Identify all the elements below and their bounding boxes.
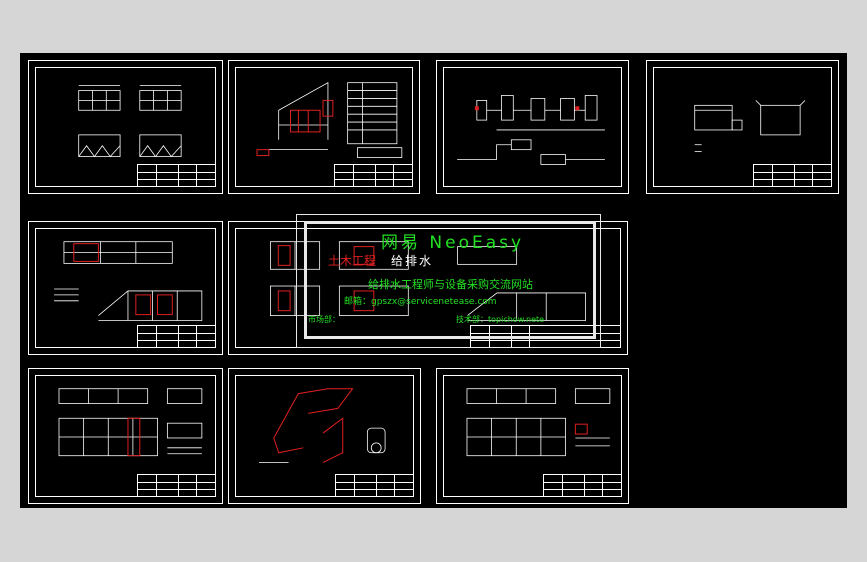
double-plan-drawing bbox=[269, 241, 587, 321]
title-block bbox=[753, 164, 832, 187]
title-block bbox=[470, 325, 621, 348]
tank-elevation-drawing bbox=[78, 85, 182, 158]
isometric-pipe-drawing bbox=[258, 388, 386, 464]
drawing-sheet-isometric-pipe[interactable] bbox=[228, 368, 421, 504]
drawing-sheet-double-plan[interactable] bbox=[228, 221, 628, 355]
drawing-sheet-building-section[interactable] bbox=[228, 60, 420, 194]
title-block bbox=[334, 164, 413, 187]
drawing-sheet-process-flow[interactable] bbox=[436, 60, 629, 194]
title-block bbox=[137, 325, 216, 348]
title-block bbox=[137, 164, 216, 187]
drawing-sheet-plan-with-section[interactable] bbox=[28, 221, 223, 355]
drawing-sheet-long-plan-b[interactable] bbox=[436, 368, 629, 504]
process-flow-drawing bbox=[457, 95, 605, 165]
long-plan-a-drawing bbox=[58, 388, 203, 457]
cad-model-space[interactable]: 网易 NeoEasy 土木工程 给排水 给排水工程师与设备采购交流网站 邮箱：g… bbox=[20, 53, 847, 508]
title-block bbox=[335, 474, 414, 497]
long-plan-b-drawing bbox=[466, 388, 611, 457]
drawing-sheet-long-plan-a[interactable] bbox=[28, 368, 223, 504]
drawing-sheet-tank-elevations[interactable] bbox=[28, 60, 223, 194]
title-block bbox=[137, 474, 216, 497]
plan-with-section-drawing bbox=[54, 241, 203, 321]
drawing-sheet-pit-detail[interactable] bbox=[646, 60, 839, 194]
pit-detail-drawing bbox=[694, 100, 806, 153]
title-block bbox=[543, 474, 622, 497]
building-section-drawing bbox=[256, 81, 403, 158]
